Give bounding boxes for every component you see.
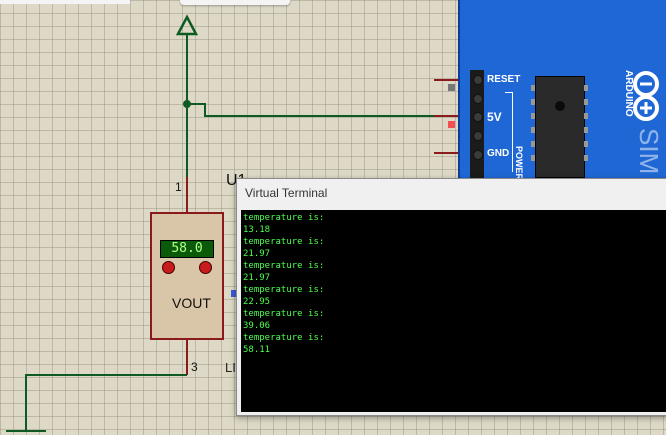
terminal-lines: temperature is: 13.18 temperature is: 21.97… — [241, 210, 666, 356]
chip-pin — [531, 127, 535, 133]
terminal-line: 13.18 — [243, 225, 271, 235]
terminal-line: temperature is: — [243, 237, 325, 247]
power-group-label: POWER — [514, 146, 524, 181]
terminal-line: temperature is: — [243, 261, 325, 271]
terminal-line: 21.97 — [243, 273, 271, 283]
chip-pin — [584, 141, 588, 147]
chip-pin — [584, 99, 588, 105]
chip-pin — [584, 155, 588, 161]
sensor-output-label: VOUT — [172, 295, 211, 311]
sensor-part-label: LI — [225, 360, 236, 375]
microcontroller-chip — [531, 76, 588, 178]
toolbar-edge — [180, 0, 290, 5]
reset-pin-marker — [448, 84, 455, 91]
pin-gnd1[interactable] — [473, 131, 483, 141]
brand-partial-text: SIM — [634, 128, 664, 175]
terminal-line: 21.97 — [243, 249, 271, 259]
arduino-logo-icon — [633, 71, 659, 121]
terminal-line: temperature is: — [243, 213, 325, 223]
increase-temp-button[interactable] — [199, 261, 212, 274]
terminal-line: temperature is: — [243, 285, 325, 295]
terminal-line: temperature is: — [243, 333, 325, 343]
chip-pin — [531, 155, 535, 161]
5v-pin-marker — [448, 121, 455, 128]
arduino-brand-text: ARDUINO — [623, 70, 634, 117]
pin-label-5v: 5V — [487, 110, 502, 124]
decrease-temp-button[interactable] — [162, 261, 175, 274]
terminal-line: 22.95 — [243, 297, 271, 307]
power-group-tick — [505, 92, 513, 93]
chip-notch — [555, 101, 565, 111]
window-edge — [0, 0, 130, 4]
ground-wire — [25, 374, 187, 430]
sensor-pin3-number: 3 — [191, 360, 198, 374]
sensor-pin2-marker — [231, 290, 237, 297]
pin-reset[interactable] — [473, 75, 483, 85]
pin-5v[interactable] — [473, 112, 483, 122]
chip-pin — [531, 99, 535, 105]
terminal-output-area[interactable]: temperature is: 13.18 temperature is: 21.97… — [241, 210, 666, 412]
chip-pin — [531, 141, 535, 147]
chip-pin — [584, 85, 588, 91]
pin-3v3[interactable] — [473, 94, 483, 104]
power-group-bracket — [512, 92, 513, 172]
sensor-temperature-display: 58.0 — [160, 240, 214, 258]
power-terminal-arrow — [175, 14, 199, 36]
temperature-sensor-lm35[interactable] — [150, 212, 224, 340]
power-wire — [186, 34, 470, 117]
terminal-title: Virtual Terminal — [245, 186, 328, 200]
chip-pin — [584, 127, 588, 133]
power-header — [470, 70, 484, 178]
wire-junction — [183, 100, 191, 108]
pin-gnd2[interactable] — [473, 150, 483, 160]
pin-label-gnd: GND — [487, 148, 510, 159]
terminal-line: temperature is: — [243, 309, 325, 319]
terminal-line: 39.06 — [243, 321, 271, 331]
chip-pin — [531, 113, 535, 119]
sensor-pin1-number: 1 — [175, 180, 182, 194]
pin-label-reset: RESET — [487, 74, 521, 85]
chip-pin — [531, 85, 535, 91]
terminal-line: 58.11 — [243, 345, 271, 355]
chip-pin — [584, 113, 588, 119]
